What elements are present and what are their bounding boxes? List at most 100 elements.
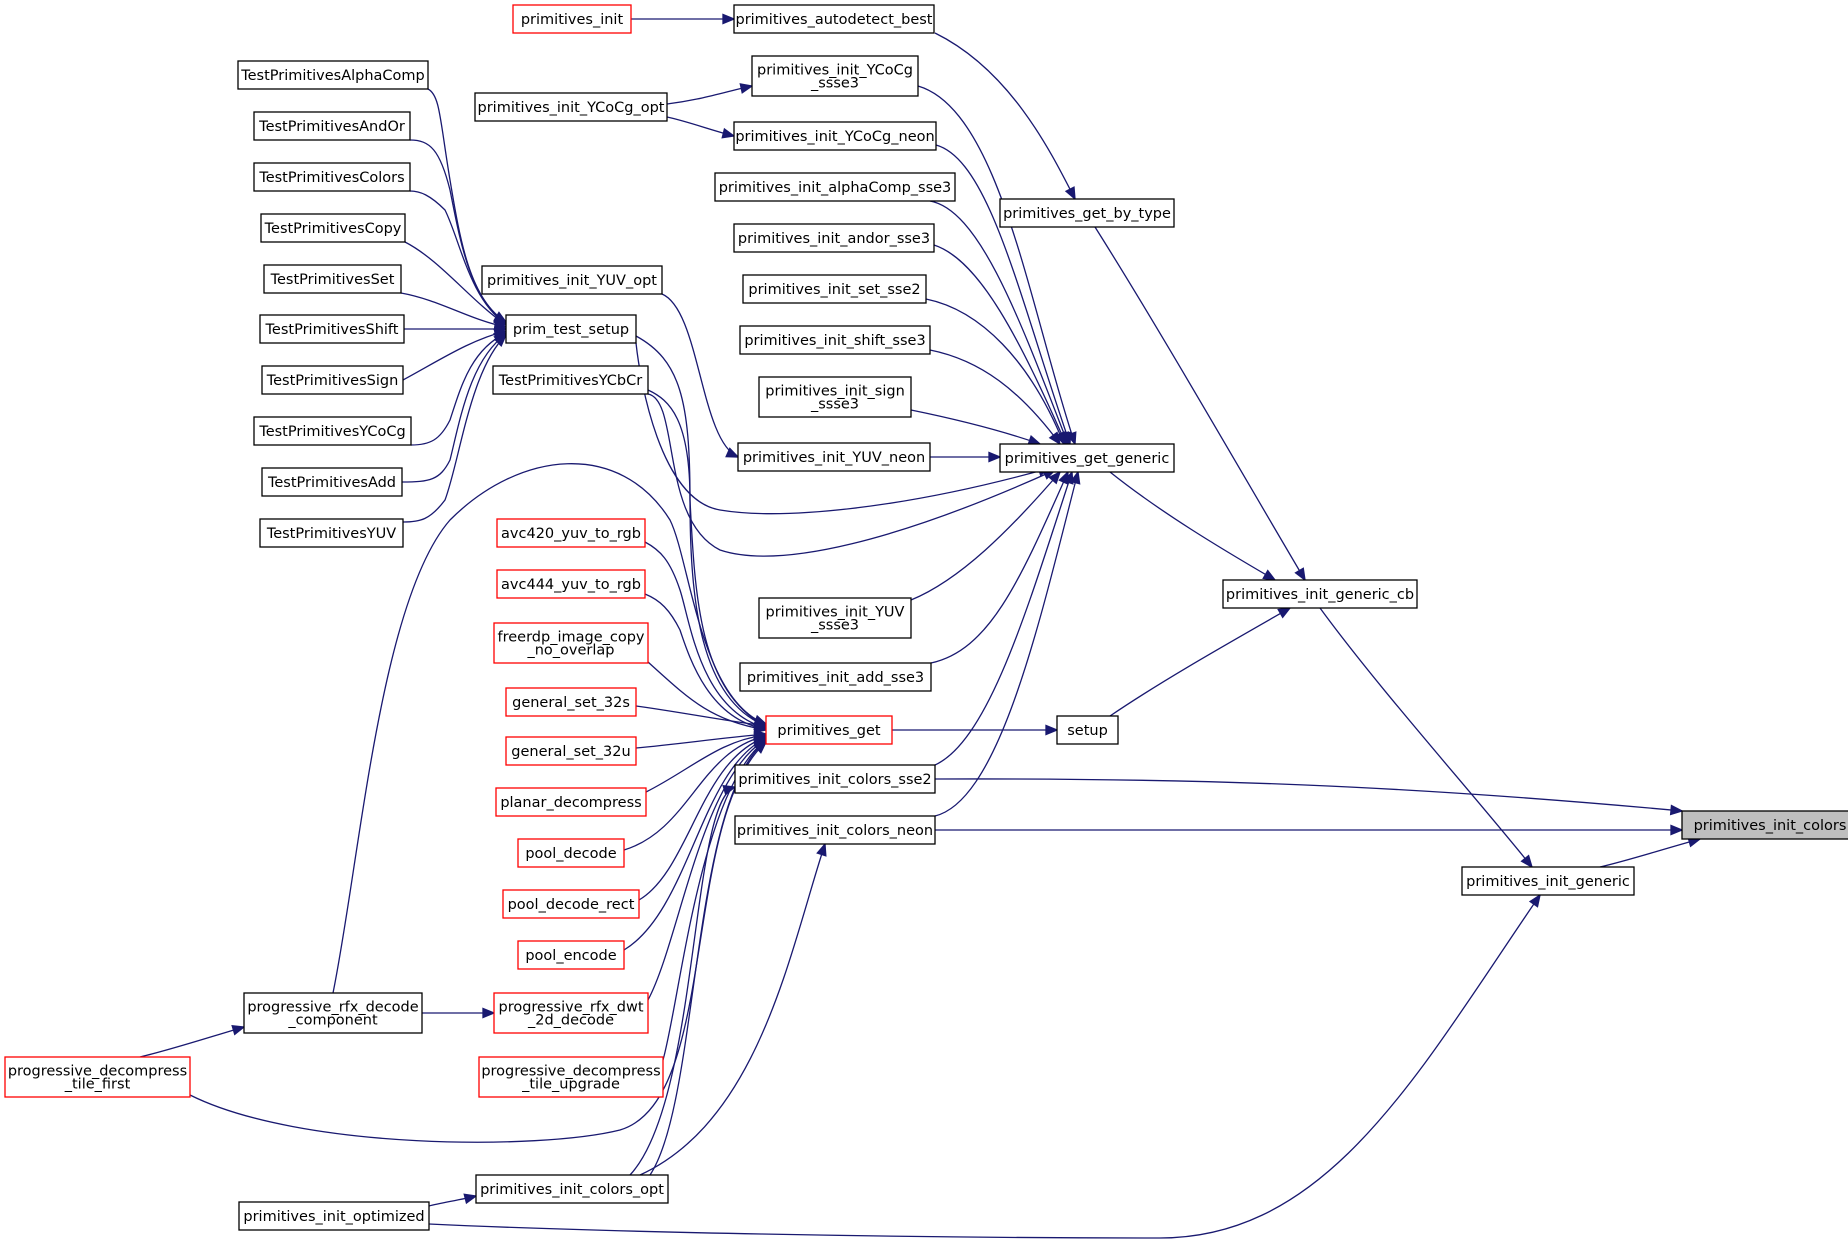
edge-primitives_get_generic-to-primitives_init_colors_neon xyxy=(934,470,1081,817)
node-primitives-init-sign-ssse3[interactable]: primitives_init_sign_ssse3 xyxy=(758,376,912,418)
edge-line xyxy=(332,463,767,994)
node-primitives-get[interactable]: primitives_get xyxy=(765,715,893,745)
node-box xyxy=(496,569,646,599)
node-TestPrimitivesAndOr[interactable]: TestPrimitivesAndOr xyxy=(253,111,411,141)
node-primitives-init-colors[interactable]: primitives_init_colors xyxy=(1681,810,1848,840)
node-TestPrimitivesAlphaComp[interactable]: TestPrimitivesAlphaComp xyxy=(237,60,429,90)
node-TestPrimitivesSet[interactable]: TestPrimitivesSet xyxy=(263,264,402,294)
node-primitives-init-YUV-opt[interactable]: primitives_init_YUV_opt xyxy=(481,265,663,295)
node-avc444-yuv-to-rgb[interactable]: avc444_yuv_to_rgb xyxy=(496,569,646,599)
node-avc420-yuv-to-rgb[interactable]: avc420_yuv_to_rgb xyxy=(496,518,646,548)
node-TestPrimitivesShift[interactable]: TestPrimitivesShift xyxy=(259,314,405,344)
node-box xyxy=(493,992,649,1034)
edge-line xyxy=(929,200,1069,445)
node-label: pool_decode xyxy=(525,846,616,862)
node-primitives-init-YCoCg-opt[interactable]: primitives_init_YCoCg_opt xyxy=(474,92,668,122)
node-box xyxy=(758,597,912,639)
edge-primitives_init_colors_opt-to-primitives_init_optimized xyxy=(428,1193,478,1207)
node-general-set-32u[interactable]: general_set_32u xyxy=(505,736,637,766)
node-pool-decode-rect[interactable]: pool_decode_rect xyxy=(502,889,640,919)
node-primitives-init-generic[interactable]: primitives_init_generic xyxy=(1461,866,1635,896)
node-progressive-decompress-tile-upgrade[interactable]: progressive_decompress_tile_upgrade xyxy=(478,1056,664,1098)
node-primitives-init-YCoCg-neon[interactable]: primitives_init_YCoCg_neon xyxy=(733,121,937,151)
node-label: primitives_init_alphaComp_sse3 xyxy=(719,180,952,196)
edge-primitives_get_generic-to-TestPrimitivesYCbCr xyxy=(647,393,1057,557)
node-label: _ssse3 xyxy=(810,618,859,634)
node-primitives-autodetect-best[interactable]: primitives_autodetect_best xyxy=(733,4,935,34)
node-box xyxy=(478,1056,664,1098)
node-box xyxy=(1681,810,1848,840)
node-primitives-init-shift-sse3[interactable]: primitives_init_shift_sse3 xyxy=(739,325,931,355)
edge-line xyxy=(645,734,767,793)
node-pool-decode[interactable]: pool_decode xyxy=(517,838,625,868)
node-label: freerdp_image_copy xyxy=(498,630,645,646)
edge-primitives_get_generic-to-primitives_init_add_sse3 xyxy=(930,470,1069,664)
node-freerdp-image-copy-no-overlap[interactable]: freerdp_image_copy_no_overlap xyxy=(493,622,649,664)
edge-primitives_init_YUV_neon-to-primitives_init_YUV_opt xyxy=(661,293,740,458)
node-label: primitives_init_generic xyxy=(1466,874,1630,890)
edge-arrowhead xyxy=(753,714,768,726)
edge-primitives_get_generic-to-primitives_init_YUV_ssse3 xyxy=(910,470,1062,601)
edge-arrowhead xyxy=(493,333,508,348)
edge-prim_test_setup-to-TestPrimitivesYUV xyxy=(402,333,508,523)
edge-arrowhead xyxy=(722,784,737,796)
edge-arrowhead xyxy=(1064,186,1076,201)
node-progressive-decompress-tile-first[interactable]: progressive_decompress_tile_first xyxy=(4,1056,191,1098)
node-setup[interactable]: setup xyxy=(1056,715,1119,745)
node-label: primitives_init_set_sse2 xyxy=(748,282,920,298)
node-primitives-init-colors-sse2[interactable]: primitives_init_colors_sse2 xyxy=(734,764,936,794)
node-TestPrimitivesAdd[interactable]: TestPrimitivesAdd xyxy=(261,467,403,497)
node-primitives-init-optimized[interactable]: primitives_init_optimized xyxy=(238,1201,430,1231)
node-box xyxy=(737,442,931,472)
node-prim-test-setup[interactable]: prim_test_setup xyxy=(505,314,637,344)
node-box xyxy=(261,365,404,395)
node-primitives-init[interactable]: primitives_init xyxy=(512,4,632,34)
node-primitives-init-colors-opt[interactable]: primitives_init_colors_opt xyxy=(475,1174,669,1204)
node-TestPrimitivesYCoCg[interactable]: TestPrimitivesYCoCg xyxy=(253,416,412,446)
edge-line xyxy=(910,471,1061,601)
node-primitives-init-andor-sse3[interactable]: primitives_init_andor_sse3 xyxy=(733,223,935,253)
node-pool-encode[interactable]: pool_encode xyxy=(517,940,625,970)
edge-arrowhead xyxy=(725,447,740,458)
node-primitives-get-by-type[interactable]: primitives_get_by_type xyxy=(999,198,1175,228)
node-box xyxy=(243,992,423,1034)
node-label: TestPrimitivesAlphaComp xyxy=(240,68,425,84)
node-box xyxy=(733,4,935,34)
edge-line xyxy=(401,333,507,483)
node-layer: primitives_init_colors primitives_init_co… xyxy=(4,4,1848,1231)
node-progressive-rfx-dwt-2d-decode[interactable]: progressive_rfx_dwt_2d_decode xyxy=(493,992,649,1034)
node-TestPrimitivesColors[interactable]: TestPrimitivesColors xyxy=(253,162,411,192)
node-primitives-init-YUV-ssse3[interactable]: primitives_init_YUV_ssse3 xyxy=(758,597,912,639)
node-TestPrimitivesSign[interactable]: TestPrimitivesSign xyxy=(261,365,404,395)
node-primitives-init-add-sse3[interactable]: primitives_init_add_sse3 xyxy=(739,662,932,692)
node-box xyxy=(1461,866,1635,896)
node-box xyxy=(999,443,1175,473)
node-general-set-32s[interactable]: general_set_32s xyxy=(505,687,637,717)
edge-line xyxy=(647,738,767,1001)
node-primitives-init-set-sse2[interactable]: primitives_init_set_sse2 xyxy=(742,274,927,304)
edge-arrowhead xyxy=(482,1007,496,1019)
node-progressive-rfx-decode-component[interactable]: progressive_rfx_decode_component xyxy=(243,992,423,1034)
edge-primitives_get_by_type-to-primitives_autodetect_best xyxy=(934,32,1076,201)
edge-arrowhead xyxy=(1528,893,1541,908)
node-primitives-init-YUV-neon[interactable]: primitives_init_YUV_neon xyxy=(737,442,931,472)
node-primitives-init-alphaComp-sse3[interactable]: primitives_init_alphaComp_sse3 xyxy=(714,172,956,202)
node-TestPrimitivesCopy[interactable]: TestPrimitivesCopy xyxy=(260,213,406,243)
node-primitives-init-YCoCg-ssse3[interactable]: primitives_init_YCoCg_ssse3 xyxy=(751,55,919,97)
edge-line xyxy=(623,735,767,851)
node-TestPrimitivesYCbCr[interactable]: TestPrimitivesYCbCr xyxy=(492,365,649,395)
node-primitives-init-colors-neon[interactable]: primitives_init_colors_neon xyxy=(734,815,936,845)
node-box xyxy=(260,213,406,243)
node-box xyxy=(733,223,935,253)
node-TestPrimitivesYUV[interactable]: TestPrimitivesYUV xyxy=(259,518,404,548)
edge-primitives_init_YCoCg_ssse3-to-primitives_init_YCoCg_opt xyxy=(666,83,754,105)
node-box xyxy=(474,92,668,122)
node-label: progressive_decompress xyxy=(8,1064,187,1080)
node-primitives-init-generic-cb[interactable]: primitives_init_generic_cb xyxy=(1222,579,1418,609)
node-planar-decompress[interactable]: planar_decompress xyxy=(495,787,647,817)
node-box xyxy=(481,265,663,295)
node-primitives-get-generic[interactable]: primitives_get_generic xyxy=(999,443,1175,473)
edge-primitives_init_generic_cb-to-setup xyxy=(1109,607,1292,717)
edge-line xyxy=(644,541,767,729)
edge-line xyxy=(623,737,767,951)
